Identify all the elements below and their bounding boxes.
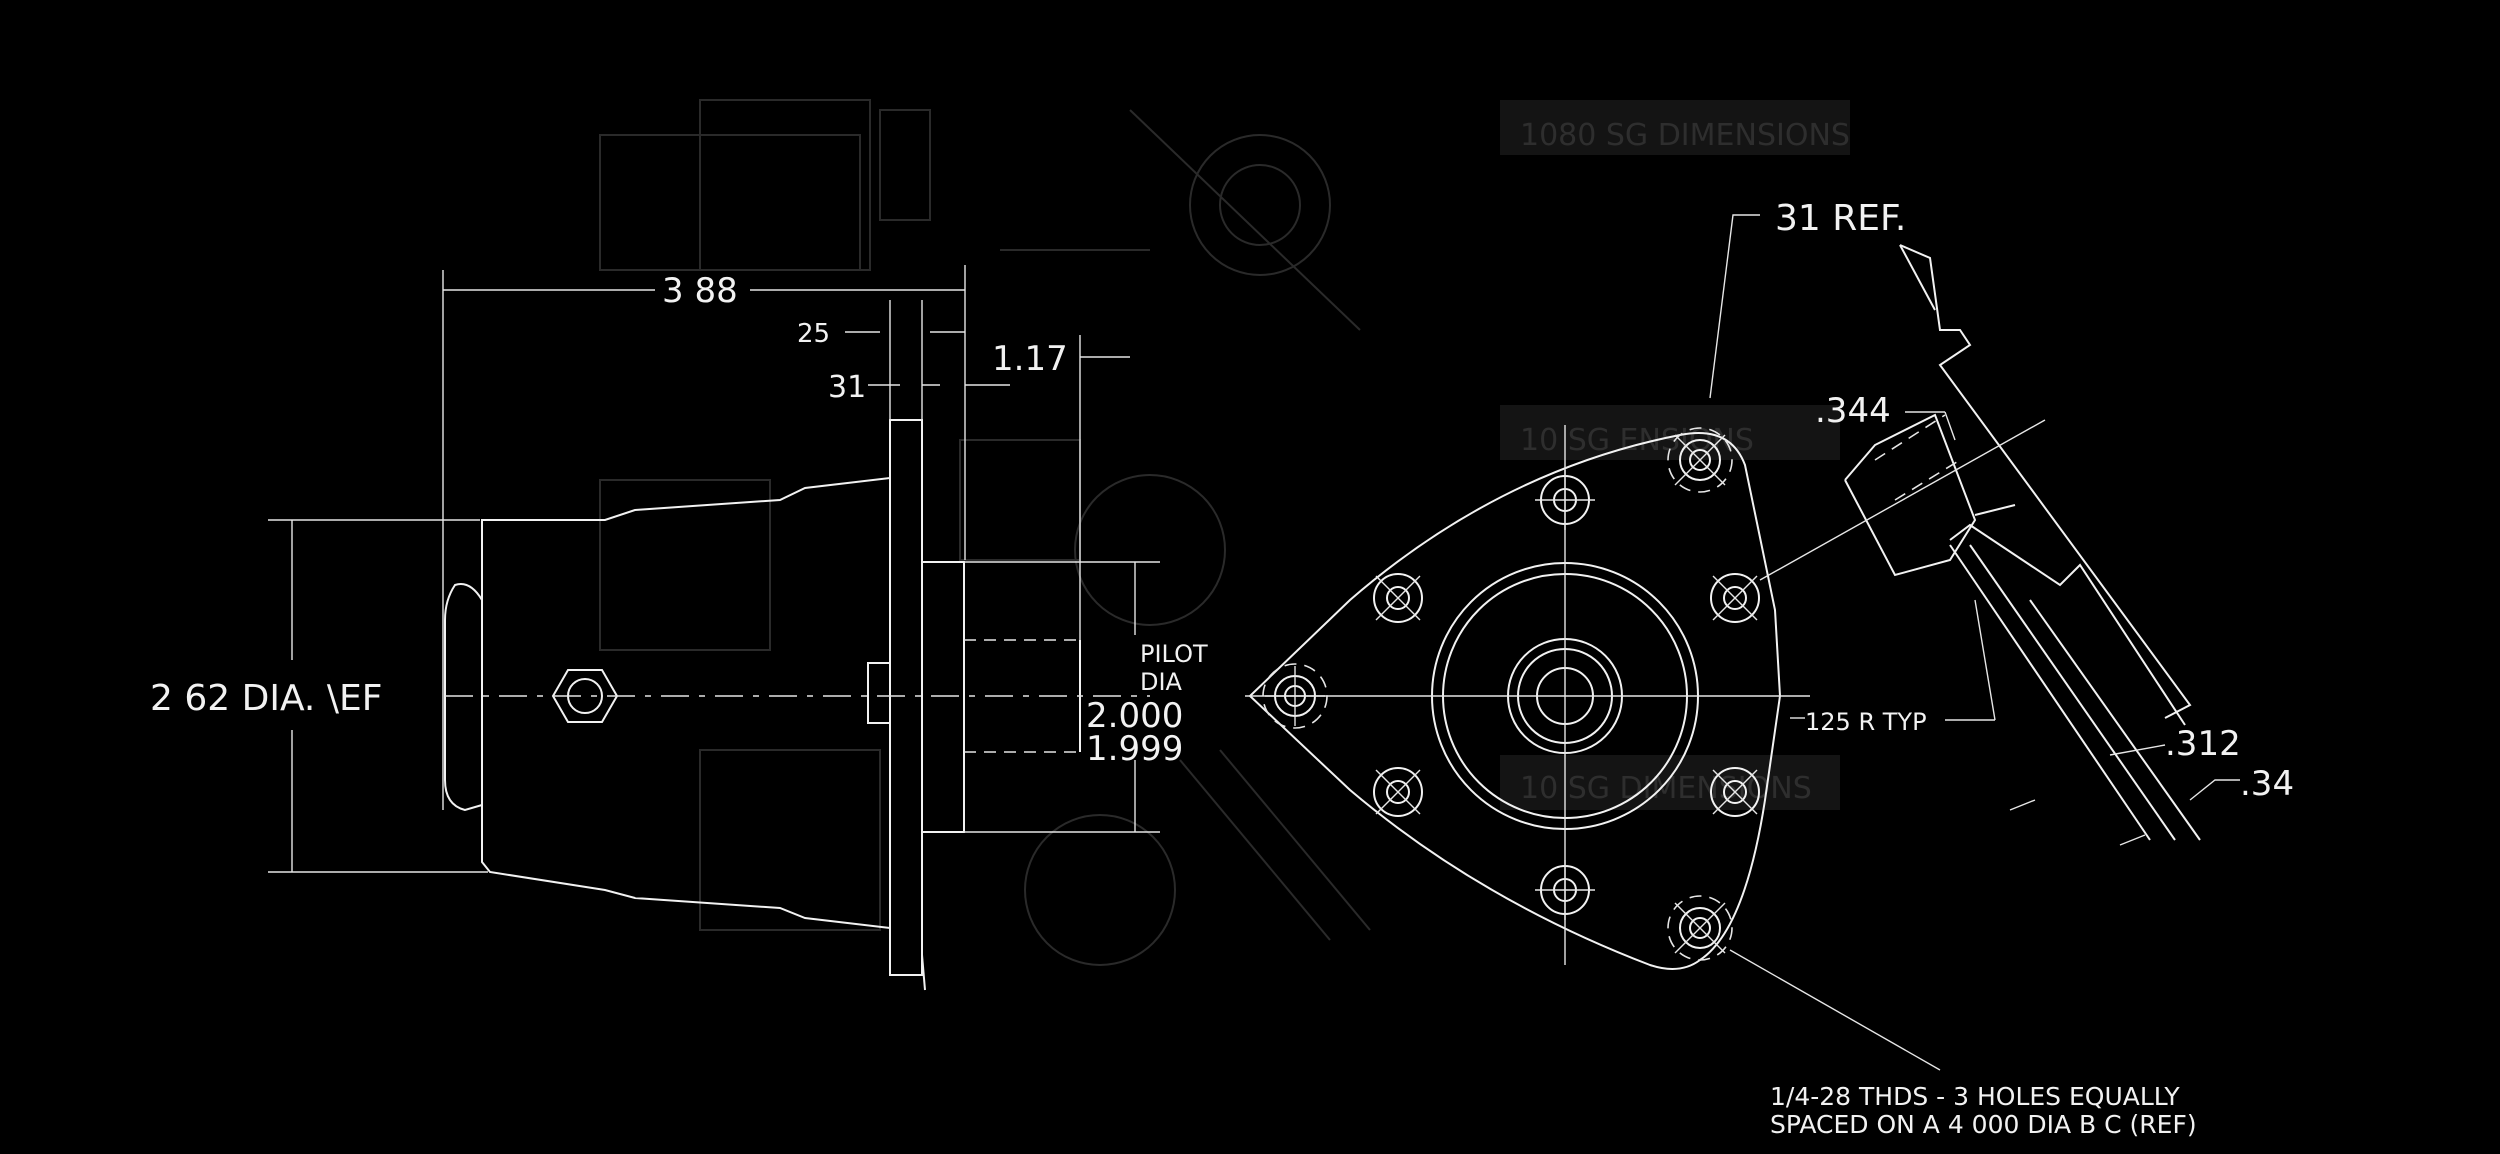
section-edge-a xyxy=(1899,244,1936,311)
ghost-circle-d xyxy=(1024,814,1176,966)
threaded-hole-top-right xyxy=(1667,427,1733,493)
pilot-min-label: 1.999 xyxy=(1086,729,1183,769)
bolt-hole-upper-right xyxy=(1710,573,1760,623)
dim-31-label: 31 xyxy=(828,370,866,405)
section-lip xyxy=(1974,504,2016,516)
side-view: 3 88 25 31 1.17 2 62 DIA. \EF PILOT DIA … xyxy=(150,265,1208,991)
section-boss xyxy=(1844,413,1977,577)
dim-25-label: 25 xyxy=(797,319,830,349)
dim-117-label: 1.17 xyxy=(992,339,1068,379)
section-wall-b xyxy=(1969,544,2176,841)
ref-31-leader xyxy=(1709,214,1760,399)
ghost-circle-c xyxy=(1074,474,1226,626)
dim-262-label: 2 62 DIA. \EF xyxy=(150,678,382,719)
ghost-rect-c xyxy=(879,109,931,221)
bolt-hole-lower-right xyxy=(1710,767,1760,817)
thread-note-line-1: 1/4-28 THDS - 3 HOLES EQUALLY xyxy=(1770,1082,2180,1111)
bolt-hole-lower-left xyxy=(1373,767,1423,817)
front-view: 31 REF. 125 R TYP 1/4-28 THDS - 3 HOLES … xyxy=(1245,198,2197,1139)
ghost-title-3: 10 SG DIMENSIONS xyxy=(1520,771,1812,806)
section-profile-top xyxy=(1899,244,2192,719)
dim-34-arrow-a xyxy=(2119,834,2146,846)
dim-34-label: .34 xyxy=(2240,764,2294,804)
hub-boss xyxy=(867,662,891,724)
pilot-label-1: PILOT xyxy=(1140,640,1208,668)
dim-344-label: .344 xyxy=(1815,391,1891,431)
ref-31-label: 31 REF. xyxy=(1775,198,1906,239)
section-wall-a xyxy=(1949,544,2151,841)
section-wall-c xyxy=(2029,599,2201,841)
dim-34-leader xyxy=(2189,779,2240,801)
section-centerline xyxy=(1759,419,2046,581)
bolt-hole-bottom xyxy=(1535,860,1595,920)
ghost-rect-f xyxy=(699,749,881,931)
ghost-line-a xyxy=(1129,109,1361,331)
threaded-hole-left xyxy=(1262,663,1328,729)
pilot-ring xyxy=(921,561,965,833)
thread-note-leader xyxy=(1729,949,1941,1071)
body-rear-cap xyxy=(444,583,483,812)
ghost-title-2: 10 SG ENSIONS xyxy=(1520,423,1754,458)
ghost-line-c xyxy=(1179,759,1331,941)
dim-312-arrow-b xyxy=(2109,744,2166,756)
threaded-hole-bottom-right xyxy=(1667,895,1733,961)
section-step xyxy=(1949,523,2186,726)
ghost-title-box-1 xyxy=(1500,100,1850,155)
ghost-line-d xyxy=(1219,749,1371,931)
radius-note-label: 125 R TYP xyxy=(1805,708,1927,736)
section-hidden-b xyxy=(1894,459,1961,501)
ghost-title-1: 1080 SG DIMENSIONS xyxy=(1520,118,1850,153)
section-hidden-a xyxy=(1874,414,1946,461)
pilot-max-label: 2.000 xyxy=(1086,696,1183,736)
ghost-circle-b xyxy=(1219,164,1301,246)
section-detail: .344 .312 .34 xyxy=(1759,244,2294,846)
radius-note-leader-up xyxy=(1974,599,1996,721)
flange-outline xyxy=(1248,432,1782,970)
dim-388-label: 3 88 xyxy=(662,271,738,311)
dim-312-label: .312 xyxy=(2165,724,2241,764)
pilot-label-2: DIA xyxy=(1140,668,1183,696)
motor-body-outline xyxy=(481,476,891,930)
ghost-rect-b xyxy=(699,99,871,271)
ghost-rect-d xyxy=(599,479,771,651)
bolt-hole-top xyxy=(1535,470,1595,530)
bolt-hole-upper-left xyxy=(1373,573,1423,623)
mounting-flange xyxy=(889,419,923,976)
ghost-rect-a xyxy=(599,134,861,271)
ghost-circle-a xyxy=(1189,134,1331,276)
ghost-layer: 1080 SG DIMENSIONS 10 SG ENSIONS 10 SG D… xyxy=(599,99,1850,966)
dim-312-arrow-a xyxy=(2009,799,2036,811)
ghost-title-box-3 xyxy=(1500,755,1840,810)
ghost-rect-e xyxy=(959,439,1081,561)
dim-344-leader-b xyxy=(1944,411,1956,441)
flange-tick xyxy=(921,954,926,991)
thread-note-line-2: SPACED ON A 4 000 DIA B C (REF) xyxy=(1770,1110,2197,1139)
